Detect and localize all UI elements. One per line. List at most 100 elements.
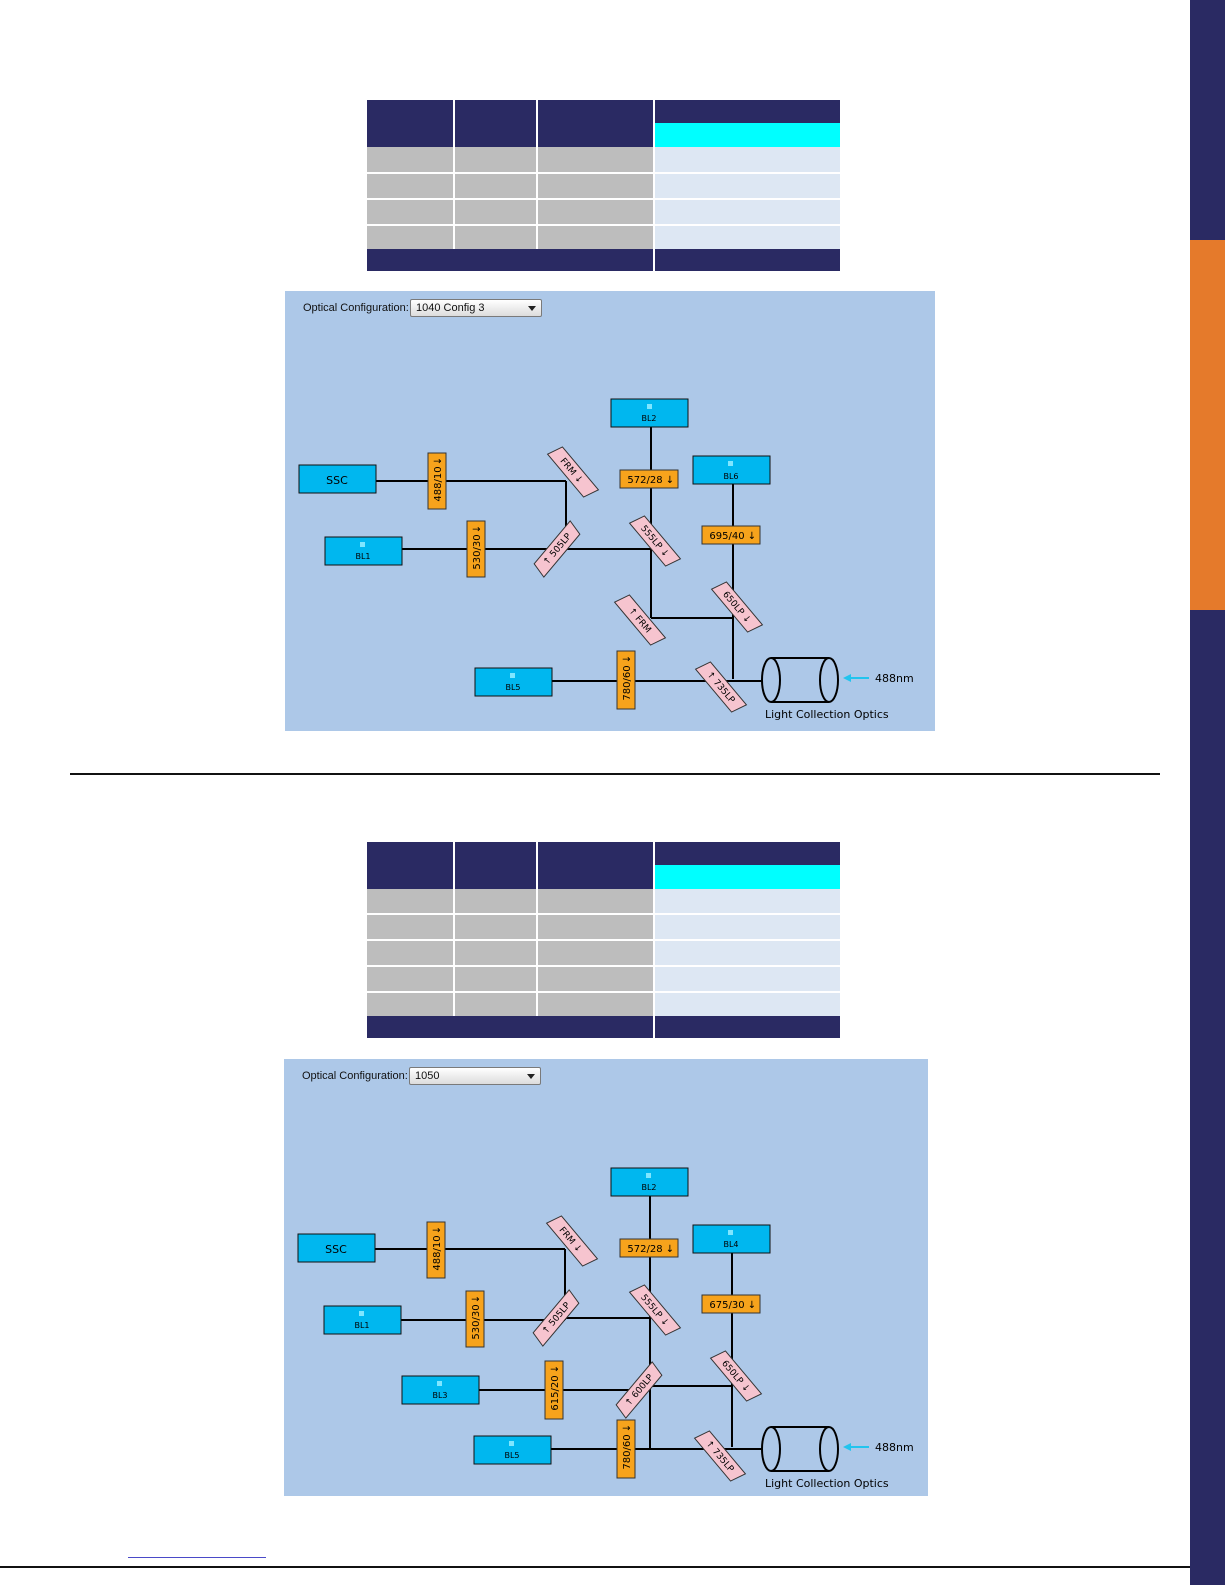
detector-ssc: SSC [297, 1233, 376, 1263]
svg-text:↓: ↓ [550, 1365, 561, 1373]
dichroic-650lp: 650LP ↓ [710, 581, 764, 633]
section-divider [70, 773, 1160, 775]
detector-bl5: BL5 [473, 1435, 552, 1465]
optical-config-panel-1: Optical Configuration: 1040 Config 3 SSC… [285, 291, 935, 731]
table-row [367, 940, 840, 967]
svg-text:BL1: BL1 [355, 552, 370, 561]
svg-text:BL5: BL5 [505, 683, 520, 692]
arrow-left-icon [843, 674, 869, 682]
filter-572-28: 572/28 ↓ [619, 1238, 679, 1258]
filter-488-10: 488/10 ↓ [427, 452, 447, 510]
detector-bl6: BL6 [692, 455, 771, 485]
svg-text:BL2: BL2 [641, 1183, 656, 1192]
footer-rule [0, 1566, 1190, 1568]
detector-bl4: BL4 [692, 1224, 771, 1254]
cylinder-lens-icon [761, 657, 839, 703]
table-row [367, 173, 840, 200]
table-footer [654, 249, 840, 271]
svg-text:615/20: 615/20 [550, 1375, 561, 1410]
table-header-cell [454, 842, 538, 889]
table-row [367, 966, 840, 993]
filter-695-40: 695/40 ↓ [701, 525, 761, 545]
table-header-cell [654, 100, 840, 123]
svg-text:↓: ↓ [433, 457, 444, 465]
svg-text:BL4: BL4 [723, 1240, 738, 1249]
filter-615-20: 615/20 ↓ [544, 1360, 564, 1420]
filter-780-60: 780/60 ↓ [616, 650, 636, 710]
chevron-down-icon [527, 1074, 535, 1079]
svg-text:↓: ↓ [471, 1295, 482, 1303]
svg-text:↓: ↓ [748, 1300, 756, 1311]
detector-bl1: BL1 [324, 536, 403, 566]
filter-table-1 [367, 100, 840, 271]
svg-text:530/30: 530/30 [472, 534, 483, 569]
table-row [367, 225, 840, 249]
svg-text:675/30: 675/30 [709, 1300, 744, 1311]
table-header-cell [537, 842, 655, 889]
laser-color-cell [654, 123, 840, 147]
filter-780-60: 780/60 ↓ [616, 1419, 636, 1479]
table-footer [367, 249, 655, 271]
config-dropdown-value: 1050 [415, 1070, 440, 1082]
side-tab-top [1190, 0, 1225, 240]
svg-text:572/28: 572/28 [627, 475, 662, 486]
filter-488-10: 488/10 ↓ [426, 1221, 446, 1279]
arrow-left-icon [843, 1443, 869, 1451]
svg-text:SSC: SSC [326, 474, 348, 487]
filter-table-2 [367, 842, 840, 1038]
svg-text:572/28: 572/28 [627, 1244, 662, 1255]
dichroic-frm: FRM ↓ [546, 446, 600, 498]
filter-530-30: 530/30 ↓ [465, 1290, 485, 1348]
table-row [367, 992, 840, 1016]
side-tab-active [1190, 240, 1225, 610]
dichroic-555lp: 555LP ↓ [628, 1284, 682, 1336]
dichroic-555lp: 555LP ↓ [628, 515, 682, 567]
svg-text:530/30: 530/30 [471, 1304, 482, 1339]
cylinder-lens-icon [761, 1426, 839, 1472]
dichroic-frm-2: ↑ FRM [613, 594, 667, 646]
optical-path-diagram: SSC BL1 BL2 BL6 BL5 488/10 ↓ [298, 398, 914, 721]
laser-wavelength-label: 488nm [875, 1441, 914, 1454]
svg-text:BL2: BL2 [641, 414, 656, 423]
table-header-cell [454, 100, 538, 147]
table-footer [367, 1016, 655, 1038]
dichroic-frm: FRM ↓ [545, 1215, 599, 1267]
filter-572-28: 572/28 ↓ [619, 469, 679, 489]
svg-text:↓: ↓ [472, 525, 483, 533]
detector-bl3: BL3 [401, 1375, 480, 1405]
optical-config-panel-2: Optical Configuration: 1050 SSC BL1 [284, 1059, 928, 1496]
svg-text:↓: ↓ [622, 1424, 633, 1432]
detector-bl2: BL2 [610, 1167, 689, 1197]
dichroic-735lp: ↑ 735LP [693, 1430, 747, 1482]
svg-text:↓: ↓ [748, 531, 756, 542]
laser-wavelength-label: 488nm [875, 672, 914, 685]
config-dropdown-value: 1040 Config 3 [416, 302, 485, 314]
svg-text:780/60: 780/60 [622, 1434, 633, 1469]
laser-color-cell [654, 865, 840, 889]
table-row [367, 199, 840, 226]
svg-text:488/10: 488/10 [432, 1235, 443, 1270]
svg-text:BL1: BL1 [354, 1321, 369, 1330]
table-header-cell [367, 100, 455, 147]
light-collection-label: Light Collection Optics [765, 1477, 889, 1490]
svg-text:BL5: BL5 [504, 1451, 519, 1460]
detector-ssc: SSC [298, 464, 377, 494]
light-collection-label: Light Collection Optics [765, 708, 889, 721]
table-row [367, 889, 840, 915]
side-tab-bottom [1190, 610, 1225, 1585]
table-row [367, 914, 840, 941]
config-dropdown[interactable]: 1050 [409, 1067, 541, 1085]
config-dropdown[interactable]: 1040 Config 3 [410, 299, 542, 317]
detector-bl2: BL2 [610, 398, 689, 428]
detector-bl1: BL1 [323, 1305, 402, 1335]
optical-path-diagram: SSC BL1 BL2 BL4 BL3 BL5 [297, 1167, 914, 1490]
dichroic-735lp: ↑ 735LP [694, 661, 748, 713]
detector-bl5: BL5 [474, 667, 553, 697]
svg-text:780/60: 780/60 [622, 665, 633, 700]
svg-text:488/10: 488/10 [433, 466, 444, 501]
table-header-cell [654, 842, 840, 865]
table-header-cell [537, 100, 655, 147]
footer-link-underline[interactable] [128, 1557, 266, 1558]
svg-text:↓: ↓ [622, 655, 633, 663]
table-footer [654, 1016, 840, 1038]
